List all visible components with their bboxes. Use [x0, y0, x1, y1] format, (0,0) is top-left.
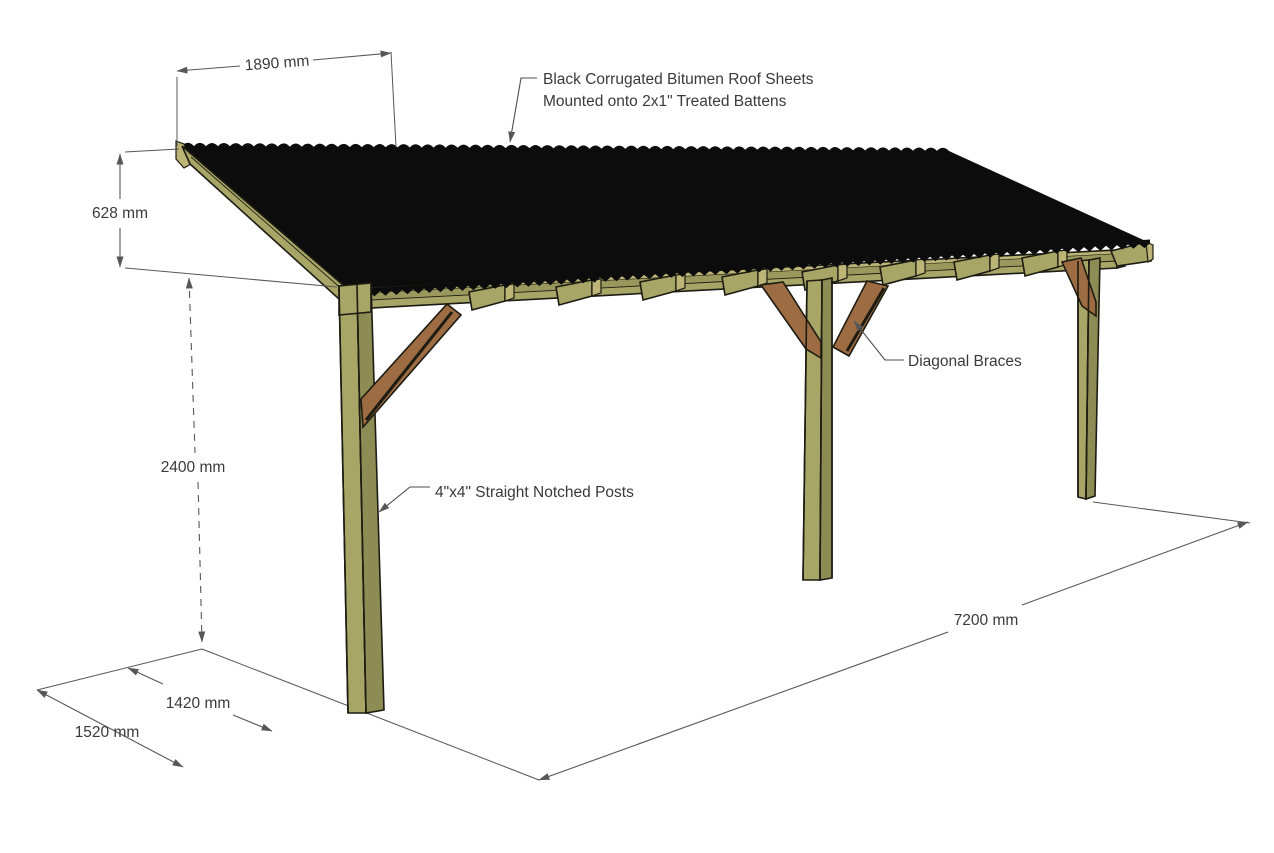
dim-628-label: 628 mm	[92, 205, 148, 222]
rafter-tail-side-face	[915, 258, 926, 277]
rafter-inner-edge	[190, 156, 353, 299]
dim-2400-line	[197, 481, 206, 643]
dim-7200-line	[538, 631, 949, 781]
ground-edge-line	[201, 648, 540, 781]
brace-middle-right	[831, 280, 890, 358]
diagonal-braces-label: Diagonal Braces	[908, 353, 1022, 370]
dim-7200-line	[1021, 521, 1249, 606]
dim-1890-ext	[390, 51, 397, 148]
post-notch-line	[339, 311, 371, 316]
leader-diagonal-braces	[853, 320, 904, 361]
leader-posts	[378, 486, 430, 513]
dim-1420-label: 1420 mm	[166, 695, 231, 712]
rafter-tail-side-face	[504, 283, 515, 302]
rafter-tail-side-face	[675, 273, 686, 292]
rafter-end-face	[1145, 241, 1154, 264]
leader-roof-sheets	[508, 77, 537, 143]
corrugation-teeth	[352, 239, 1150, 298]
brace-left-shade	[364, 311, 454, 421]
dim-628-ext	[124, 267, 338, 288]
dim-7200-ext-right	[1092, 501, 1251, 524]
dim-1890-line	[312, 50, 392, 61]
dim-2400-label: 2400 mm	[161, 459, 226, 476]
dim-1890-line	[176, 65, 241, 74]
dim-1420-line	[232, 714, 273, 732]
dim-628-ext	[124, 148, 180, 153]
roof-sheets-label-line2: Mounted onto 2x1" Treated Battens	[543, 93, 787, 110]
rafter-tail-side-face	[837, 263, 848, 282]
rafter-tail-side-face	[757, 268, 768, 287]
ground-ext-left	[36, 648, 203, 691]
rafter-end-face	[175, 140, 192, 169]
roof-sheets-label-line1: Black Corrugated Bitumen Roof Sheets	[543, 71, 814, 88]
dim-1890-label: 1890 mm	[244, 53, 310, 75]
dim-2400-line	[185, 277, 196, 454]
dim-1420-line	[127, 667, 164, 685]
labels: 1890 mm 628 mm 2400 mm 1420 mm 1520 mm 7…	[75, 53, 1022, 741]
leader-lines	[378, 77, 904, 513]
diagonal-braces	[360, 257, 1097, 429]
post-notch-cheek	[338, 282, 372, 316]
dim-7200-label: 7200 mm	[954, 612, 1019, 629]
post-edge-overlays	[338, 259, 1090, 714]
dimension-lines	[36, 50, 1251, 781]
brace-middle-right-shade	[845, 287, 886, 352]
rafter-tail-side-face	[989, 253, 1000, 272]
dim-1520-line	[36, 689, 184, 768]
dim-1520-label: 1520 mm	[75, 724, 140, 741]
posts-label: 4"x4" Straight Notched Posts	[435, 484, 634, 501]
